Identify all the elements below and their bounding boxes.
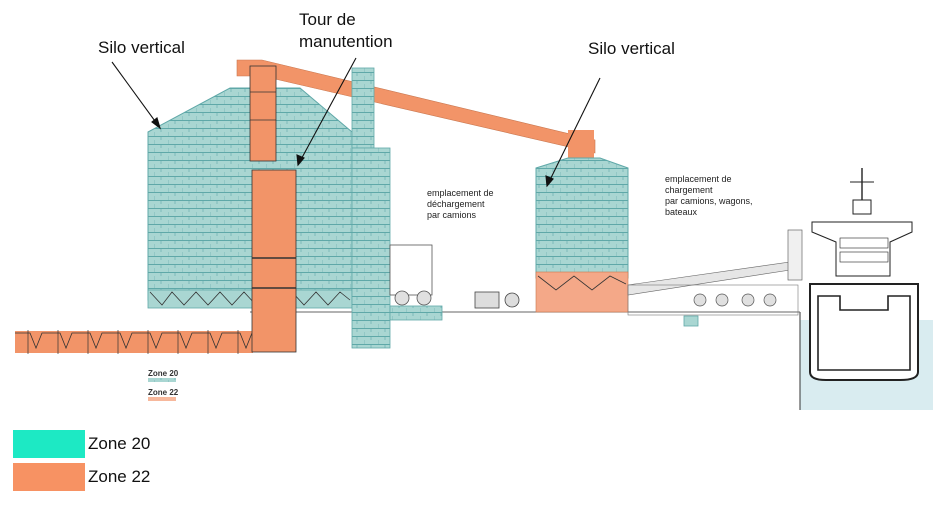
label-tower-line2: manutention bbox=[299, 32, 393, 51]
mini-legend-zone20-swatch bbox=[148, 378, 176, 382]
right-silo bbox=[535, 157, 629, 279]
mini-legend-zone22-swatch bbox=[148, 397, 176, 401]
bridge-conveyor bbox=[236, 59, 596, 154]
mini-legend-zone20: Zone 20 bbox=[148, 369, 179, 378]
tower-lower bbox=[251, 169, 297, 353]
conveyor-hoppers bbox=[15, 332, 253, 350]
mini-legend-zone22: Zone 22 bbox=[148, 388, 179, 397]
left-silo-hoppers bbox=[149, 291, 351, 306]
legend-zone20-label: Zone 20 bbox=[88, 434, 151, 453]
tower-upper bbox=[249, 65, 277, 162]
unload-note-line2: déchargement bbox=[427, 199, 485, 209]
legend-zone20-swatch bbox=[13, 430, 85, 458]
unload-note-line3: par camions bbox=[427, 210, 477, 220]
label-tower-line1: Tour de bbox=[299, 10, 356, 29]
leader-arrows bbox=[111, 57, 601, 188]
label-silo-right: Silo vertical bbox=[588, 39, 675, 58]
unload-note-line1: emplacement de bbox=[427, 188, 494, 198]
elevator-shaft bbox=[351, 67, 375, 149]
underground-conveyor bbox=[15, 331, 253, 353]
load-note-line4: bateaux bbox=[665, 207, 698, 217]
label-silo-left: Silo vertical bbox=[98, 38, 185, 57]
ship bbox=[809, 168, 919, 381]
loading-conveyor bbox=[627, 261, 791, 296]
load-note-line2: chargement bbox=[665, 185, 713, 195]
legend-zone22-label: Zone 22 bbox=[88, 467, 151, 486]
legend-zone22-swatch bbox=[13, 463, 85, 491]
unloading-shed bbox=[389, 244, 433, 296]
trucks bbox=[474, 291, 520, 309]
right-silo-base bbox=[535, 271, 629, 313]
load-note-line1: emplacement de bbox=[665, 174, 732, 184]
handling-tower-teal bbox=[351, 147, 391, 349]
load-note-line3: par camions, wagons, bbox=[665, 196, 753, 206]
wagons bbox=[693, 293, 777, 307]
